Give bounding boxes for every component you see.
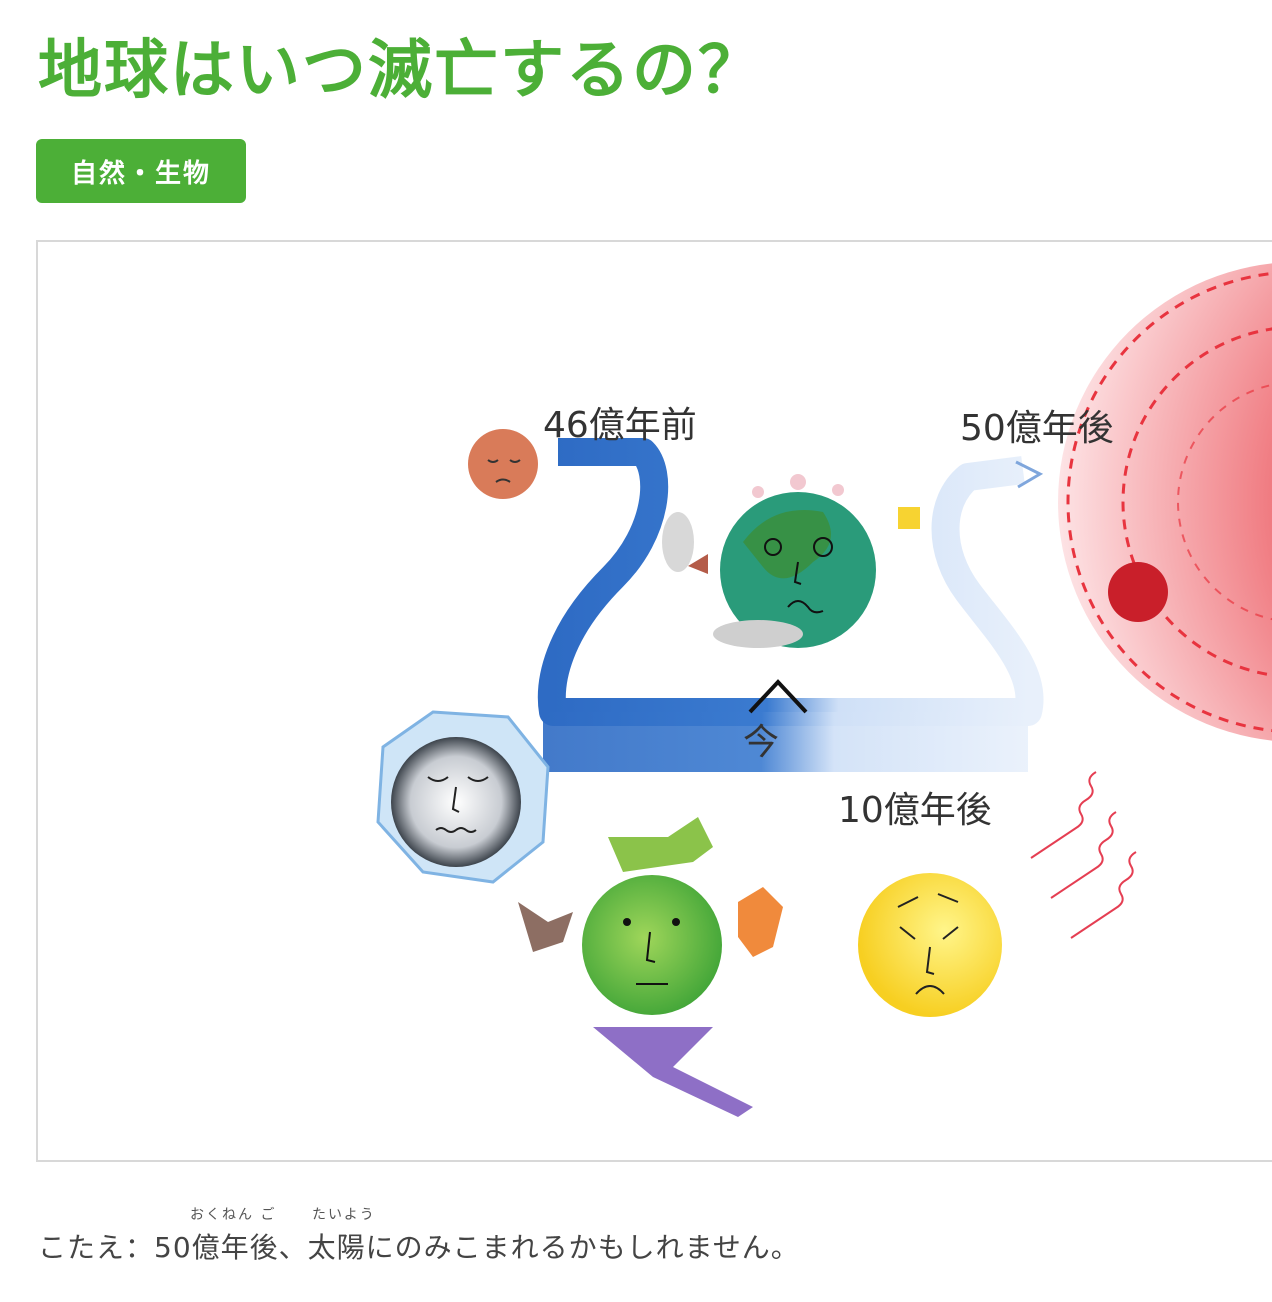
- label-50oku-go: 50億年後: [960, 408, 1114, 449]
- label-10oku-go: 10億年後: [838, 790, 992, 831]
- red-giant-sun: [1058, 263, 1272, 741]
- early-planet-face: [468, 429, 538, 499]
- dinosaur-purple-icon: [593, 1027, 753, 1117]
- earth-timeline-illustration: 今 46億年前 50億年後 10億年後: [376, 263, 1272, 1117]
- now-marker: 今: [743, 679, 808, 763]
- answer-text: こたえ：50億年後、太陽にのみこまれるかもしれません。: [38, 1231, 800, 1264]
- category-tag[interactable]: 自然・生物: [36, 139, 246, 203]
- triceratops-icon: [608, 817, 713, 872]
- illustration: 今 46億年前 50億年後 10億年後: [36, 240, 1272, 1162]
- label-46oku-mae: 46億年前: [543, 405, 697, 446]
- ruby-taiyou: たいよう: [312, 1207, 376, 1223]
- heat-arrows: [1030, 771, 1137, 939]
- dinosaur-orange-icon: [738, 887, 783, 957]
- now-label: 今: [743, 722, 779, 763]
- icy-planet-face: [376, 710, 550, 884]
- dinosaur-brown-icon: [518, 902, 573, 952]
- page-title: 地球はいつ滅亡するの？: [38, 34, 764, 108]
- yellow-planet-face: [858, 771, 1137, 1017]
- earth-face: [662, 474, 920, 648]
- green-planet-face: [518, 817, 783, 1117]
- ruby-okunengo: おくねん ご: [190, 1207, 277, 1223]
